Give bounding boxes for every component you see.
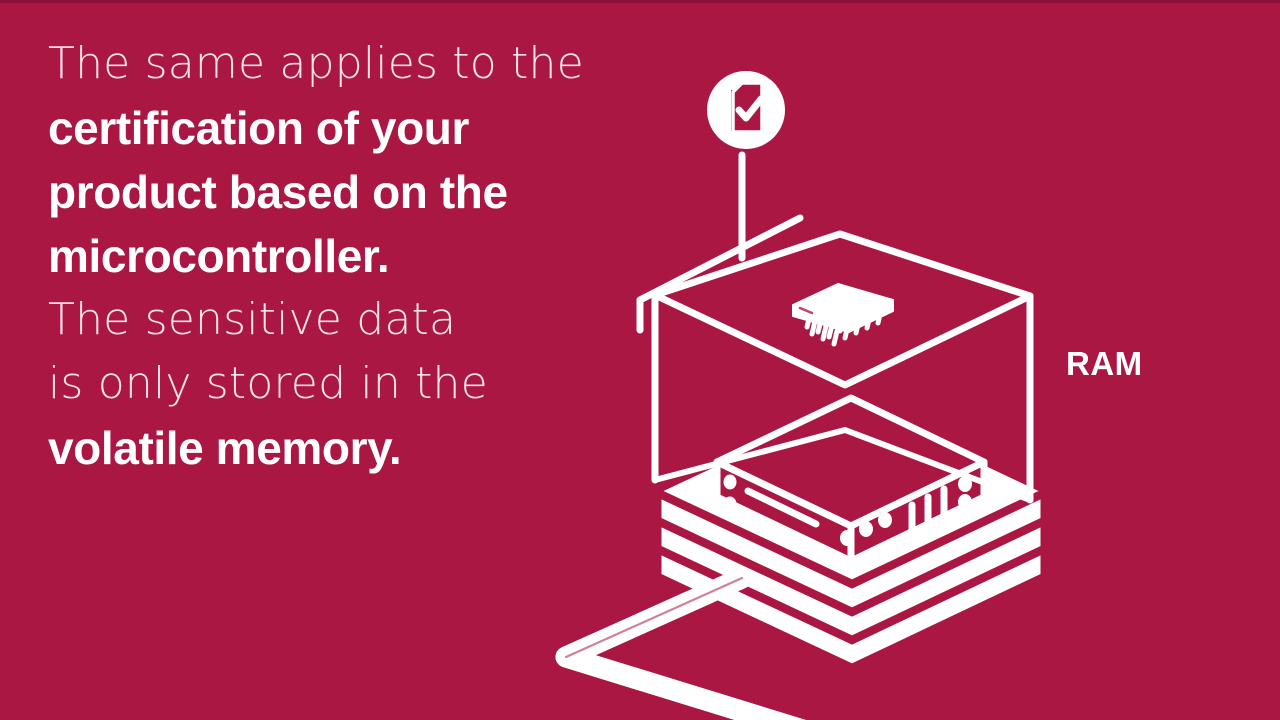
ram-label: RAM [1066, 345, 1143, 382]
device-led-2 [723, 496, 737, 512]
check-icon [735, 95, 765, 122]
caption-line-1: The same applies to the [48, 38, 584, 89]
caption-line-3: product based on the [48, 166, 508, 218]
ram-enclosure-cube [636, 214, 1034, 504]
device-slot-2 [744, 509, 820, 550]
caption-line-6: is only stored in the [48, 358, 488, 409]
device-led-1 [723, 474, 737, 490]
microcontroller-chip [792, 283, 894, 347]
top-edge-band [0, 0, 1280, 3]
device-led-3 [958, 476, 972, 492]
device-dot-2 [859, 521, 873, 537]
device-dot-3 [878, 512, 892, 528]
caption-line-2: certification of your [48, 102, 469, 154]
cube-back-edge [636, 214, 804, 334]
cube-bottom-front [652, 427, 1033, 503]
device-dot-1 [840, 530, 854, 546]
caption-line-7: volatile memory. [48, 422, 402, 474]
server-device [713, 394, 988, 565]
cable-outline [564, 576, 744, 659]
certificate-document-outline [731, 81, 764, 134]
device-led-4 [958, 494, 972, 510]
caption-line-5: The sensitive data [48, 294, 457, 345]
certificate-badge [707, 71, 785, 149]
caption-block: The same applies to the certification of… [48, 32, 668, 480]
caption-line-4: microcontroller. [48, 230, 390, 282]
device-slot-1 [744, 487, 820, 528]
